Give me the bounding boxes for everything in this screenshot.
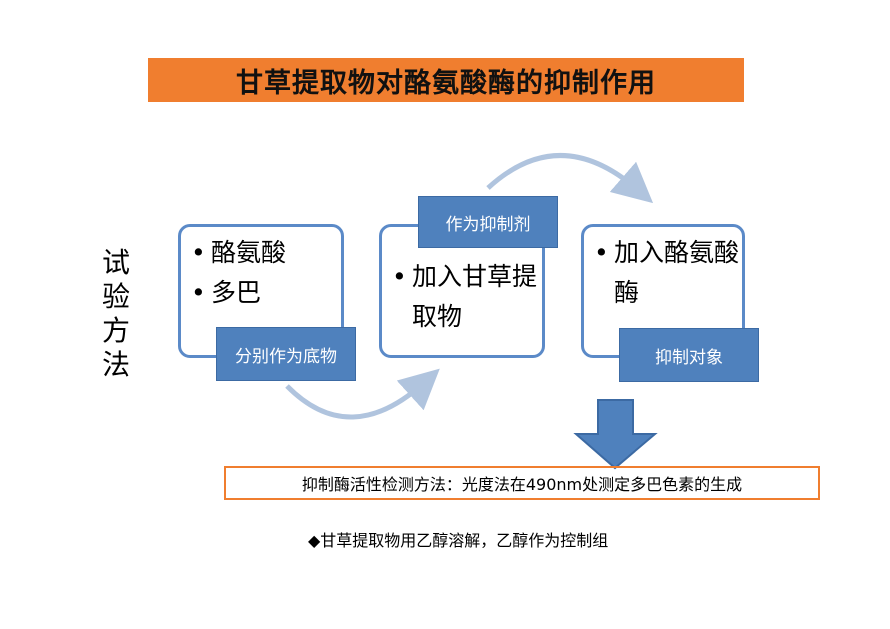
curved-arrow-lower bbox=[285, 368, 440, 420]
bullet-list: 酪氨酸 多巴 bbox=[181, 227, 341, 313]
bullet-item: 加入甘草提取物 bbox=[392, 257, 542, 337]
method-text: 抑制酶活性检测方法：光度法在490nm处测定多巴色素的生成 bbox=[301, 475, 743, 494]
bullet-item: 多巴 bbox=[191, 273, 341, 313]
bullet-list: 加入酪氨酸酶 bbox=[584, 227, 742, 313]
method-box: 抑制酶活性检测方法：光度法在490nm处测定多巴色素的生成 bbox=[224, 466, 820, 500]
side-label-char: 验 bbox=[101, 280, 130, 313]
page-title: 甘草提取物对酪氨酸酶的抑制作用 bbox=[236, 67, 656, 99]
tag-substrate: 分别作为底物 bbox=[216, 327, 356, 381]
tag-target: 抑制对象 bbox=[619, 328, 759, 382]
tag-inhibitor: 作为抑制剂 bbox=[418, 196, 558, 248]
bullet-item: 酪氨酸 bbox=[191, 233, 341, 273]
side-label-char: 方 bbox=[101, 314, 130, 347]
curved-arrow-upper bbox=[486, 153, 654, 204]
side-label-char: 法 bbox=[101, 348, 130, 381]
side-label-method: 试 验 方 法 bbox=[100, 246, 132, 382]
title-bar: 甘草提取物对酪氨酸酶的抑制作用 bbox=[148, 58, 744, 102]
side-label-char: 试 bbox=[101, 246, 130, 279]
bullet-item: 加入酪氨酸酶 bbox=[594, 233, 742, 313]
bullet-list: 加入甘草提取物 bbox=[382, 227, 542, 337]
down-arrow-icon bbox=[573, 399, 658, 470]
note-text: ◆甘草提取物用乙醇溶解，乙醇作为控制组 bbox=[308, 531, 609, 550]
